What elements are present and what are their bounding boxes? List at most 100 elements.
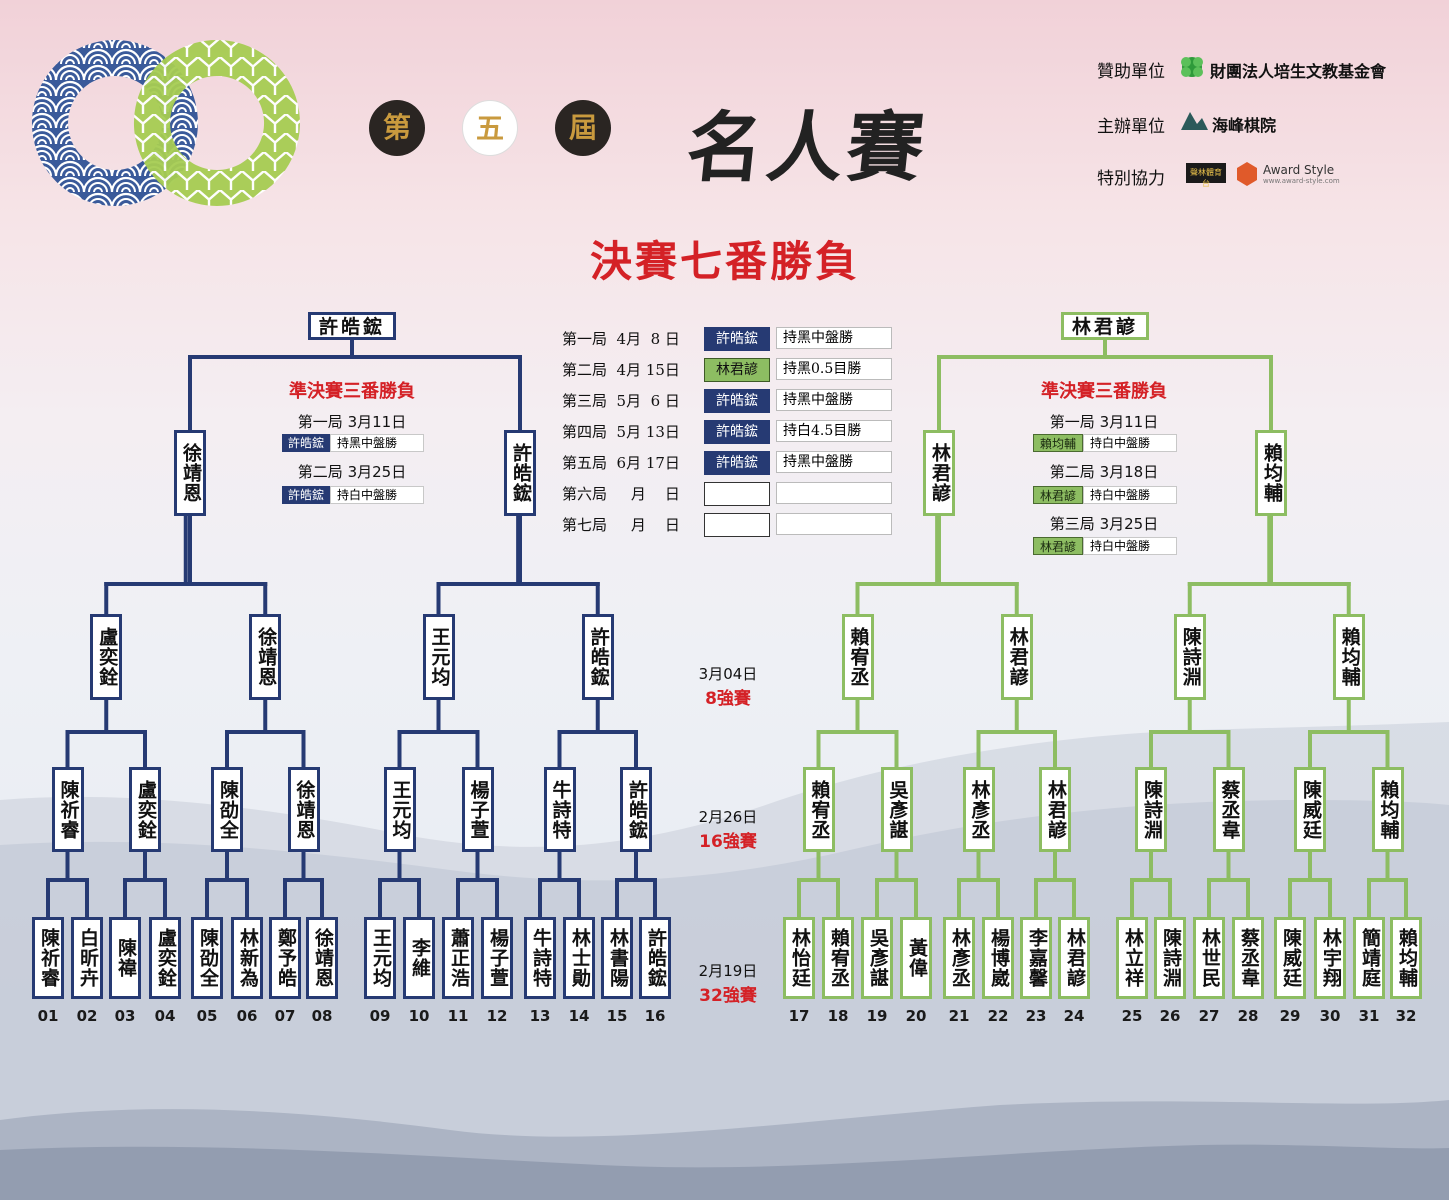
player-r32: 陳詩淵 <box>1154 917 1186 999</box>
final-game2-result: 持黑0.5目勝 <box>776 358 892 380</box>
seed-number: 12 <box>486 1007 508 1025</box>
finalist: 林君諺 <box>1061 312 1149 340</box>
final-game1-result: 持黑中盤勝 <box>776 327 892 349</box>
player-r8: 陳詩淵 <box>1173 614 1206 700</box>
final-game4-label: 第四局 5月 13日 <box>562 423 680 441</box>
right-semi-game1-result: 持白中盤勝 <box>1083 434 1177 452</box>
round-date: 3月04日 <box>698 665 758 683</box>
player-r32: 簡靖庭 <box>1353 917 1385 999</box>
final-game6-label: 第六局 月 日 <box>562 485 680 503</box>
sponsor-org: 財團法人培生文教基金會 <box>1210 62 1387 81</box>
logo-rings <box>31 40 300 206</box>
seed-number: 08 <box>311 1007 333 1025</box>
seed-number: 06 <box>236 1007 258 1025</box>
player-r32: 林新為 <box>231 917 263 999</box>
player-r16: 吳彥諶 <box>880 767 913 852</box>
seed-number: 20 <box>905 1007 927 1025</box>
player-r32: 林宇翔 <box>1314 917 1346 999</box>
player-r32: 蔡丞韋 <box>1232 917 1264 999</box>
player-r32: 蕭正浩 <box>442 917 474 999</box>
right-semi-game2-result: 持白中盤勝 <box>1083 486 1177 504</box>
player-semifinal: 林君諺 <box>923 430 955 516</box>
seed-number: 15 <box>606 1007 628 1025</box>
seed-number: 04 <box>154 1007 176 1025</box>
seed-number: 19 <box>866 1007 888 1025</box>
player-r16: 許皓鋐 <box>620 767 652 852</box>
player-r8: 盧奕銓 <box>90 614 123 700</box>
player-semifinal: 賴均輔 <box>1255 430 1287 516</box>
seed-number: 01 <box>37 1007 59 1025</box>
partner-label: 特別協力 <box>1097 169 1165 189</box>
round-name: 8強賽 <box>705 689 751 709</box>
player-semifinal: 徐靖恩 <box>174 430 206 516</box>
partner-badge: 聲林體育台 <box>1190 168 1222 188</box>
player-r32: 盧奕銓 <box>149 917 181 999</box>
left-semi-game1-winner: 許皓鋐 <box>282 434 330 452</box>
player-r16: 楊子萱 <box>461 767 494 852</box>
right-semi-game2-date: 第二局 3月18日 <box>1049 463 1159 481</box>
round-name: 32強賽 <box>699 986 757 1006</box>
seed-number: 26 <box>1159 1007 1181 1025</box>
left-semi-game1-result: 持黑中盤勝 <box>330 434 424 452</box>
player-r32: 李嘉馨 <box>1020 917 1052 999</box>
round-label-r8: 3月04日 8強賽 <box>668 663 788 709</box>
final-game7-winner <box>704 513 770 537</box>
player-r32: 吳彥諶 <box>861 917 893 999</box>
seed-number: 07 <box>274 1007 296 1025</box>
round-date: 2月19日 <box>698 962 758 980</box>
player-r8: 賴宥丞 <box>841 614 874 700</box>
left-semi-game2-date: 第二局 3月25日 <box>297 463 407 481</box>
final-game3-winner: 許皓鋐 <box>704 389 770 413</box>
player-r32: 白昕卉 <box>71 917 103 999</box>
left-semi-title: 準決賽三番勝負 <box>289 381 415 402</box>
finalist: 許皓鋐 <box>308 312 396 340</box>
right-semi-game1-date: 第一局 3月11日 <box>1049 413 1159 431</box>
seed-number: 05 <box>196 1007 218 1025</box>
player-r32: 王元均 <box>364 917 396 999</box>
right-semi-game3-result: 持白中盤勝 <box>1083 537 1177 555</box>
final-game3-result: 持黑中盤勝 <box>776 389 892 411</box>
player-r32: 李維 <box>403 917 435 999</box>
organizer-org: 海峰棋院 <box>1212 116 1277 135</box>
player-r32: 楊子萱 <box>481 917 513 999</box>
player-r32: 林彥丞 <box>943 917 975 999</box>
seed-number: 25 <box>1121 1007 1143 1025</box>
left-semi-game1-date: 第一局 3月11日 <box>297 413 407 431</box>
round-label-r32: 2月19日 32強賽 <box>668 960 788 1006</box>
seed-number: 11 <box>447 1007 469 1025</box>
player-r16: 陳詩淵 <box>1135 767 1167 852</box>
partner-logo-text: Award Style <box>1263 163 1335 177</box>
final-game2-label: 第二局 4月 15日 <box>562 361 680 379</box>
player-r32: 陳劭全 <box>191 917 223 999</box>
seed-number: 32 <box>1395 1007 1417 1025</box>
seed-number: 27 <box>1198 1007 1220 1025</box>
seed-number: 23 <box>1025 1007 1047 1025</box>
player-r8: 賴均輔 <box>1332 614 1365 700</box>
final-game5-result: 持黑中盤勝 <box>776 451 892 473</box>
final-game6-result <box>776 482 892 504</box>
seed-number: 28 <box>1237 1007 1259 1025</box>
round-name: 16強賽 <box>699 832 757 852</box>
seed-number: 13 <box>529 1007 551 1025</box>
seed-number: 09 <box>369 1007 391 1025</box>
player-r32: 陳祈睿 <box>32 917 64 999</box>
player-r8: 林君諺 <box>1000 614 1033 700</box>
player-r32: 林世民 <box>1193 917 1225 999</box>
final-game4-winner: 許皓鋐 <box>704 420 770 444</box>
player-r8: 許皓鋐 <box>581 614 614 700</box>
player-r16: 林君諺 <box>1039 767 1071 852</box>
partner-logo-url: www.award-style.com <box>1263 177 1340 185</box>
player-r8: 徐靖恩 <box>249 614 282 700</box>
player-r16: 林彥丞 <box>962 767 995 852</box>
final-game2-winner: 林君諺 <box>704 358 770 382</box>
player-r16: 賴宥丞 <box>802 767 835 852</box>
final-game7-label: 第七局 月 日 <box>562 516 680 534</box>
final-game5-winner: 許皓鋐 <box>704 451 770 475</box>
final-game5-label: 第五局 6月 17日 <box>562 454 680 472</box>
seed-number: 03 <box>114 1007 136 1025</box>
player-r32: 牛詩特 <box>524 917 556 999</box>
right-semi-game3-date: 第三局 3月25日 <box>1049 515 1159 533</box>
player-r16: 陳祈睿 <box>51 767 84 852</box>
